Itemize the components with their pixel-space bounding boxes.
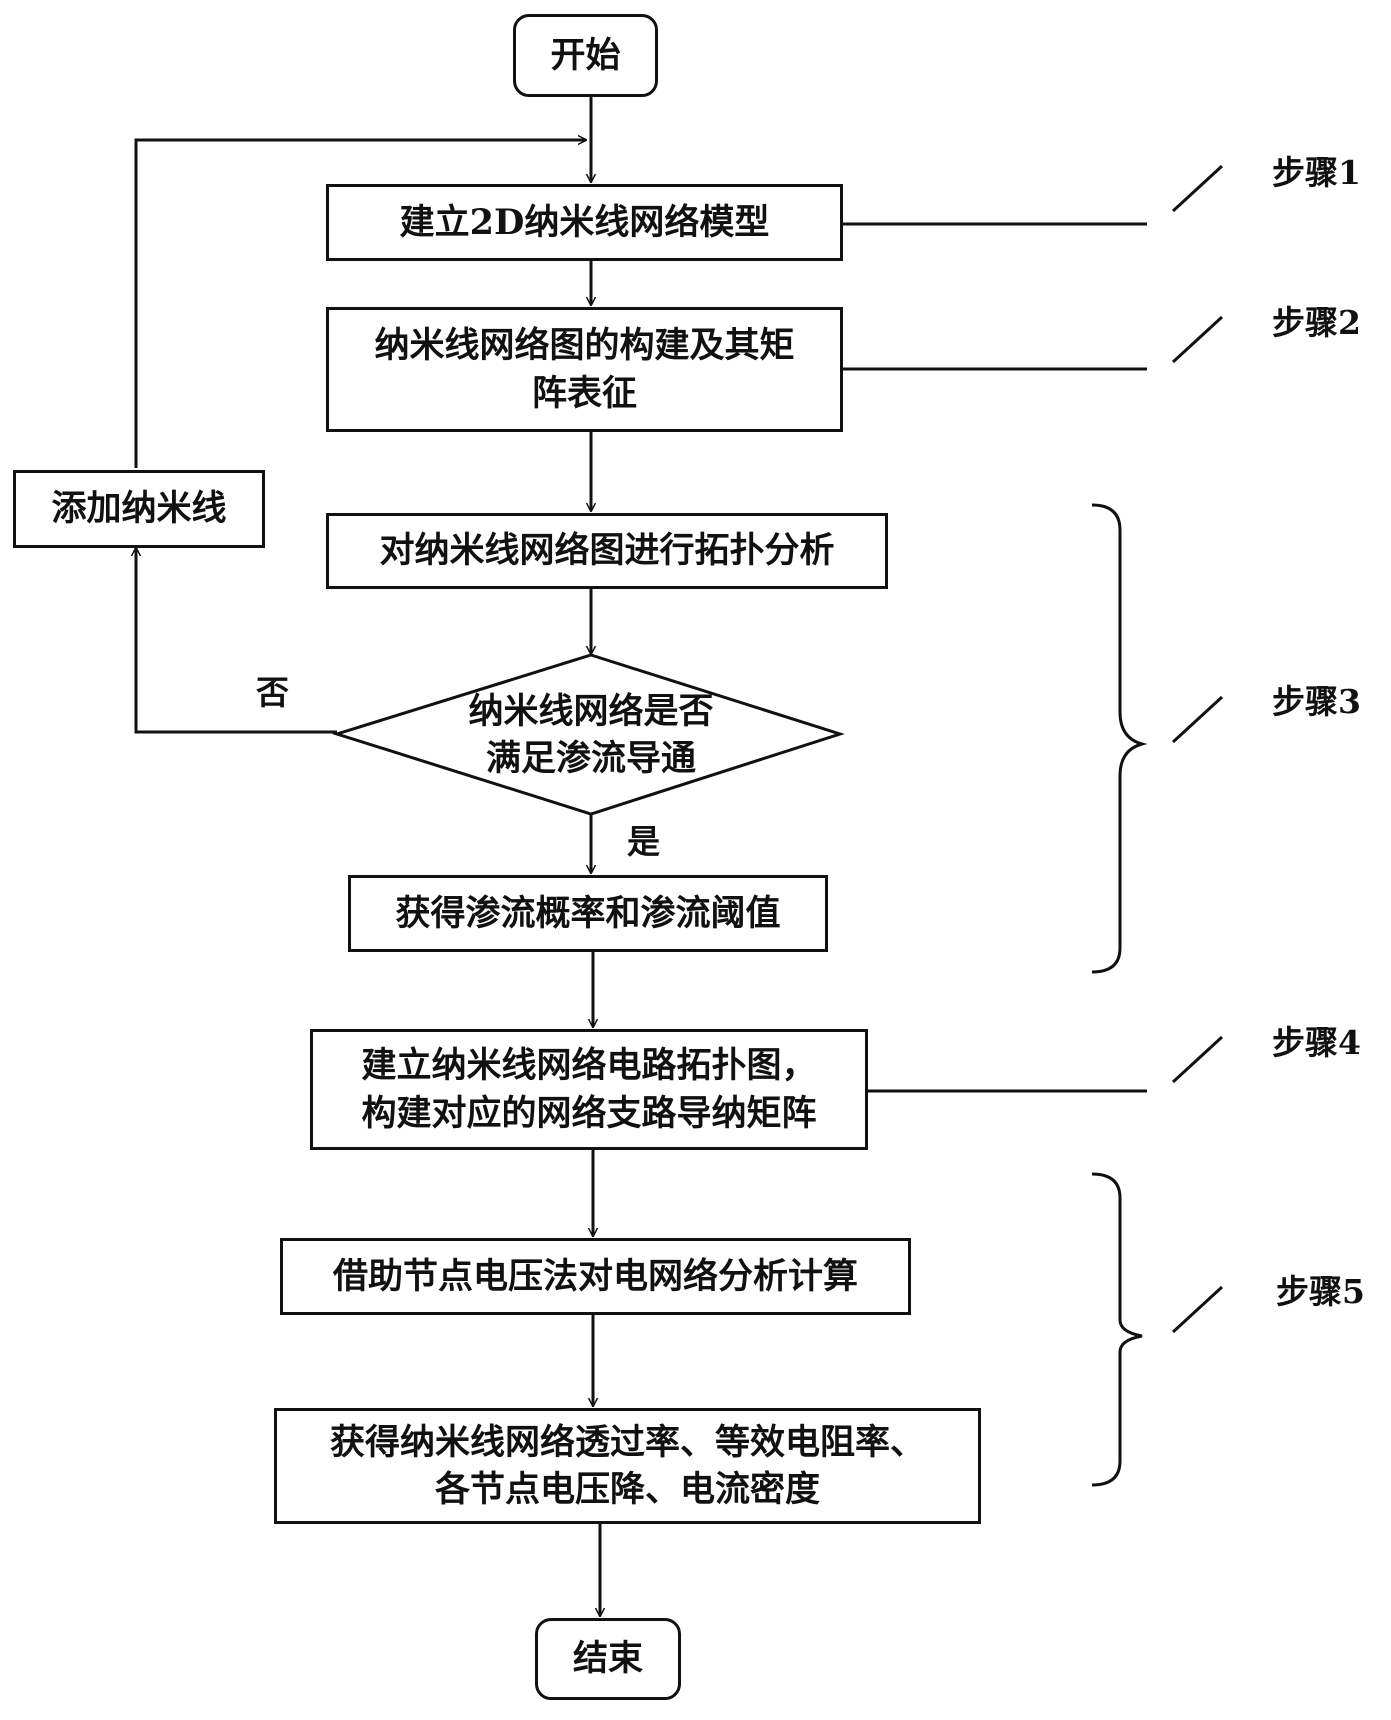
graph-matrix-step: 纳米线网络图的构建及其矩 阵表征 bbox=[326, 307, 843, 432]
yes-edge-label: 是 bbox=[627, 822, 660, 861]
step1-label: 步骤1 bbox=[1272, 153, 1361, 192]
end-node: 结束 bbox=[535, 1618, 681, 1700]
step5-brace bbox=[1091, 1172, 1143, 1487]
decision-label: 纳米线网络是否 满足渗流导通 bbox=[468, 690, 714, 779]
build-model-step: 建立2D纳米线网络模型 bbox=[326, 184, 843, 261]
add-nanowire-step: 添加纳米线 bbox=[13, 470, 265, 548]
no-edge-label: 否 bbox=[256, 673, 289, 712]
step5-slash bbox=[1171, 1285, 1224, 1334]
step3-brace bbox=[1091, 503, 1148, 974]
step4-label: 步骤4 bbox=[1272, 1023, 1361, 1062]
step5-label: 步骤5 bbox=[1276, 1272, 1365, 1311]
circuit-topology-step: 建立纳米线网络电路拓扑图， 构建对应的网络支路导纳矩阵 bbox=[310, 1029, 868, 1150]
decision-diamond bbox=[331, 653, 845, 816]
step3-slash bbox=[1171, 695, 1224, 744]
node-voltage-step: 借助节点电压法对电网络分析计算 bbox=[280, 1238, 911, 1315]
loop-add-to-model bbox=[134, 140, 586, 468]
percolation-result-step: 获得渗流概率和渗流阈值 bbox=[348, 875, 828, 952]
loop-decision-to-add bbox=[136, 548, 337, 734]
step3-label: 步骤3 bbox=[1272, 682, 1361, 721]
start-node: 开始 bbox=[513, 14, 658, 97]
final-result-step: 获得纳米线网络透过率、等效电阻率、 各节点电压降、电流密度 bbox=[274, 1408, 981, 1524]
topology-analysis-step: 对纳米线网络图进行拓扑分析 bbox=[326, 513, 888, 589]
step1-slash bbox=[1171, 164, 1224, 213]
step2-slash bbox=[1171, 315, 1224, 364]
step4-slash bbox=[1171, 1035, 1224, 1084]
step2-label: 步骤2 bbox=[1272, 303, 1361, 342]
